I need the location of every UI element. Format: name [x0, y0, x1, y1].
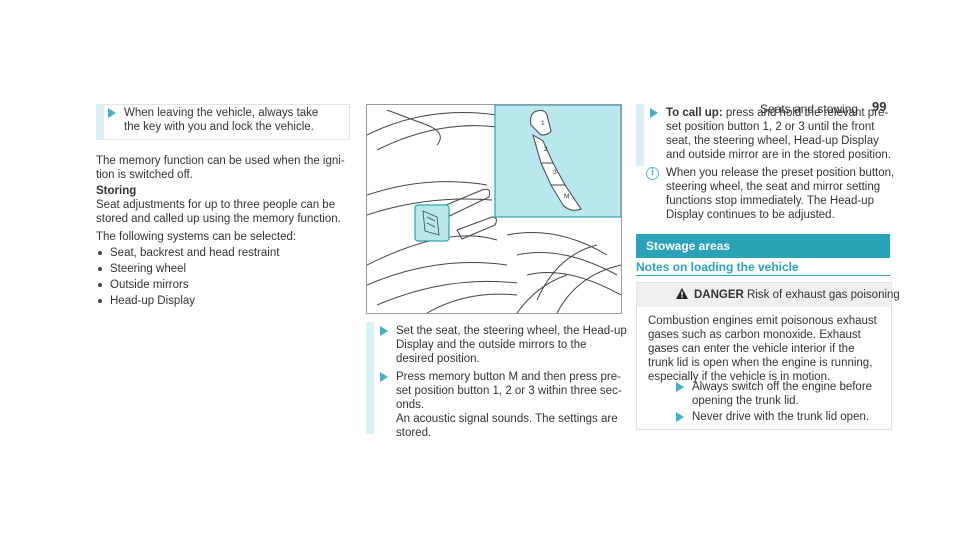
page-number: 99	[872, 99, 887, 114]
running-header: Seats and stowing	[760, 102, 858, 116]
danger-body: Combustion engines emit poisonous exhaus…	[648, 315, 877, 383]
step-bar	[636, 104, 644, 166]
danger-step-never-drive: Never drive with the trunk lid open.	[692, 411, 870, 423]
door-panel-illustration: 1 2 3 M	[367, 105, 621, 313]
step-press-memory: Press memory button M and then press pre…	[396, 371, 622, 439]
list-item: Seat, backrest and head restraint	[98, 246, 279, 262]
button-label-3: 3	[553, 169, 557, 176]
info-icon: i	[646, 167, 659, 180]
memory-buttons-figure: 1 2 3 M	[366, 104, 622, 314]
step-set-positions: Set the seat, the steering wheel, the He…	[396, 325, 627, 365]
systems-list: Seat, backrest and head restraint Steeri…	[98, 246, 279, 310]
warning-icon	[676, 288, 688, 299]
subsection-title: Notes on loading the vehicle	[636, 260, 799, 274]
note-text: When leaving the vehicle, always take th…	[124, 107, 319, 133]
step-arrow-icon	[676, 412, 684, 422]
danger-step-switch-off: Always switch off the engine before open…	[692, 381, 873, 407]
info-note: When you release the preset position but…	[666, 167, 895, 221]
list-item: Steering wheel	[98, 262, 279, 278]
step-call-up: To call up: press and hold the relevant …	[666, 107, 892, 161]
button-label-m: M	[564, 193, 569, 200]
list-intro: The following systems can be selected:	[96, 231, 297, 243]
step-bar	[366, 322, 374, 434]
storing-heading: Storing	[96, 185, 137, 197]
subsection-rule	[636, 275, 890, 276]
section-band: Stowage areas	[636, 234, 890, 258]
button-label-1: 1	[541, 120, 545, 127]
step-arrow-icon	[380, 372, 388, 382]
step-arrow-icon	[650, 108, 658, 118]
step-arrow-icon	[676, 382, 684, 392]
danger-box	[636, 282, 892, 430]
step-arrow-icon	[108, 108, 116, 118]
section-band-title: Stowage areas	[646, 239, 731, 253]
danger-title: DANGER Risk of exhaust gas poisoning	[694, 289, 900, 301]
button-label-2: 2	[544, 146, 548, 153]
note-step-bar	[96, 104, 104, 140]
section-title: Seats and stowing	[760, 102, 859, 116]
storing-text: Seat adjustments for up to three people …	[96, 199, 341, 225]
memory-intro: The memory function can be used when the…	[96, 155, 345, 181]
step-arrow-icon	[380, 326, 388, 336]
list-item: Head-up Display	[98, 294, 279, 310]
list-item: Outside mirrors	[98, 278, 279, 294]
